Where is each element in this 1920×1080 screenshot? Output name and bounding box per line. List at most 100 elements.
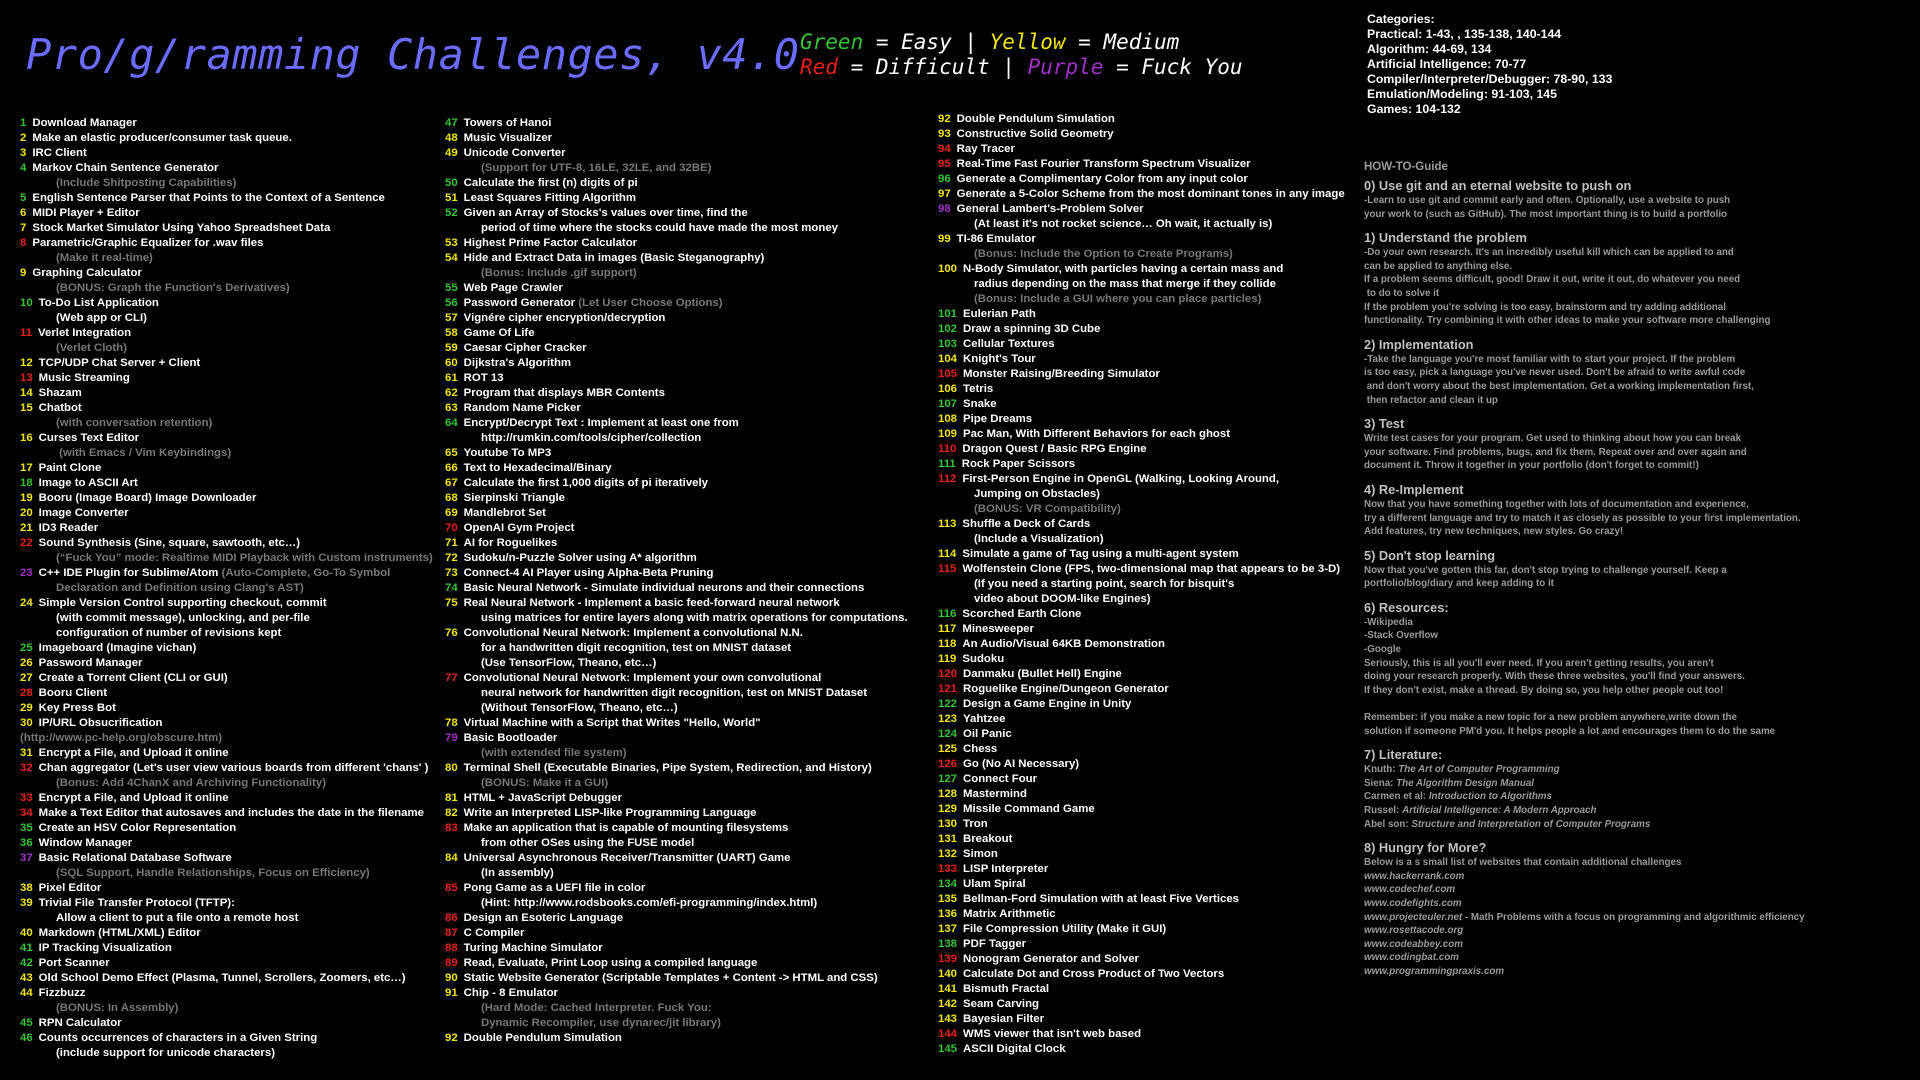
challenge-number: 125 — [938, 743, 958, 755]
challenge-number: 89 — [445, 957, 458, 969]
challenge-detail: (At least it's not rocket science… Oh wa… — [974, 218, 1273, 230]
section-text: functionality. Try combining it with oth… — [1364, 315, 1771, 327]
challenge-title: Monster Raising/Breeding Simulator — [963, 368, 1160, 380]
challenge-number: 50 — [445, 177, 458, 189]
challenge-number: 116 — [938, 608, 957, 620]
challenge-title: Mastermind — [963, 788, 1027, 800]
challenge-title: Create an HSV Color Representation — [38, 822, 237, 834]
challenge-title: Tetris — [963, 383, 994, 395]
challenge-title: Connect-4 AI Player using Alpha-Beta Pru… — [463, 567, 714, 579]
literature-author: Carmen et al: — [1364, 791, 1429, 803]
challenge-title: Old School Demo Effect (Plasma, Tunnel, … — [38, 972, 406, 984]
challenge-detail: Jumping on Obstacles) — [974, 488, 1100, 500]
challenge-number: 16 — [20, 432, 33, 444]
section-text: and don't worry about the best implement… — [1364, 380, 1754, 392]
literature-book: Structure and Interpretation of Computer… — [1411, 818, 1651, 830]
challenge-number: 104 — [938, 353, 958, 365]
challenge-title: ROT 13 — [463, 372, 504, 384]
challenge-number: 63 — [445, 402, 458, 414]
legend-line-1: Green = Easy | Yellow = Medium — [800, 30, 1243, 55]
challenge-number: 10 — [20, 297, 33, 309]
challenge-title: Pac Man, With Different Behaviors for ea… — [963, 428, 1231, 440]
challenge-detail: (Verlet Cloth) — [56, 342, 127, 354]
challenge-note: (Let User Choose Options) — [575, 297, 723, 309]
literature-book: Introduction to Algorithms — [1428, 791, 1552, 803]
site-item: www.programmingpraxis.com — [1364, 965, 1914, 979]
challenge-title: Calculate the first (n) digits of pi — [463, 177, 638, 189]
category-line: Emulation/Modeling: 91-103, 145 — [1367, 87, 1557, 101]
challenge-number: 31 — [20, 747, 33, 759]
challenge-number: 64 — [445, 417, 458, 429]
challenge-number: 6 — [20, 207, 27, 219]
challenge-number: 98 — [938, 203, 951, 215]
challenge-number: 101 — [938, 308, 958, 320]
guide-section: 1) Understand the problem-Do your own re… — [1364, 230, 1914, 328]
challenge-number: 135 — [938, 893, 958, 905]
challenge-number: 68 — [445, 492, 458, 504]
site-url: www.programmingpraxis.com — [1364, 965, 1505, 977]
section-text: -Google — [1364, 644, 1402, 656]
section-heading: 2) Implementation — [1364, 336, 1474, 352]
challenge-title: Ulam Spiral — [963, 878, 1026, 890]
challenge-title: N-Body Simulator, with particles having … — [963, 263, 1284, 275]
challenge-number: 28 — [20, 687, 33, 699]
section-text: portfolio/blog/diary and keep adding to … — [1364, 578, 1554, 590]
challenge-number: 145 — [938, 1043, 958, 1055]
challenge-title: Encrypt a File, and Upload it online — [38, 747, 229, 759]
challenge-title: Password Generator — [463, 297, 576, 309]
challenge-title: Curses Text Editor — [38, 432, 140, 444]
section-text — [1364, 697, 1914, 711]
guide-sections: 0) Use git and an eternal website to pus… — [1364, 178, 1914, 738]
challenge-title: Game Of Life — [463, 327, 535, 339]
challenge-title: IP/URL Obsucrification — [38, 717, 163, 729]
site-url: www.projecteuler.net — [1364, 911, 1463, 923]
challenge-detail: Dynamic Recompiler, use dynarec/jit libr… — [481, 1017, 721, 1029]
challenge-title: Least Squares Fitting Algorithm — [463, 192, 637, 204]
legend-line-2: Red = Difficult | Purple = Fuck You — [800, 55, 1243, 80]
challenge-number: 115 — [938, 563, 957, 575]
section-text: -Wikipedia — [1364, 616, 1413, 628]
challenge-number: 30 — [20, 717, 33, 729]
challenge-detail: (Include a Visualization) — [974, 533, 1104, 545]
challenge-title: HTML + JavaScript Debugger — [463, 792, 623, 804]
categories-block: Categories: Practical: 1-43, , 135-138, … — [1367, 12, 1612, 117]
challenge-title: Verlet Integration — [38, 327, 132, 339]
challenge-number: 15 — [20, 402, 33, 414]
challenge-title: Parametric/Graphic Equalizer for .wav fi… — [32, 237, 264, 249]
challenge-title: Scorched Earth Clone — [962, 608, 1082, 620]
site-item: www.projecteuler.net - Math Problems wit… — [1364, 911, 1914, 925]
challenge-title: Design a Game Engine in Unity — [963, 698, 1132, 710]
challenge-number: 82 — [445, 807, 458, 819]
literature-item: Russel: Artificial Intelligence: A Moder… — [1364, 804, 1914, 818]
challenge-number: 46 — [20, 1032, 33, 1044]
challenge-number: 118 — [938, 638, 957, 650]
literature-heading: 7) Literature: — [1364, 747, 1443, 763]
challenge-detail: (BONUS: In Assembly) — [56, 1002, 179, 1014]
challenge-number: 80 — [445, 762, 458, 774]
legend-text: Purple — [1027, 55, 1104, 79]
challenge-detail: (Bonus: Add 4ChanX and Archiving Functio… — [56, 777, 326, 789]
